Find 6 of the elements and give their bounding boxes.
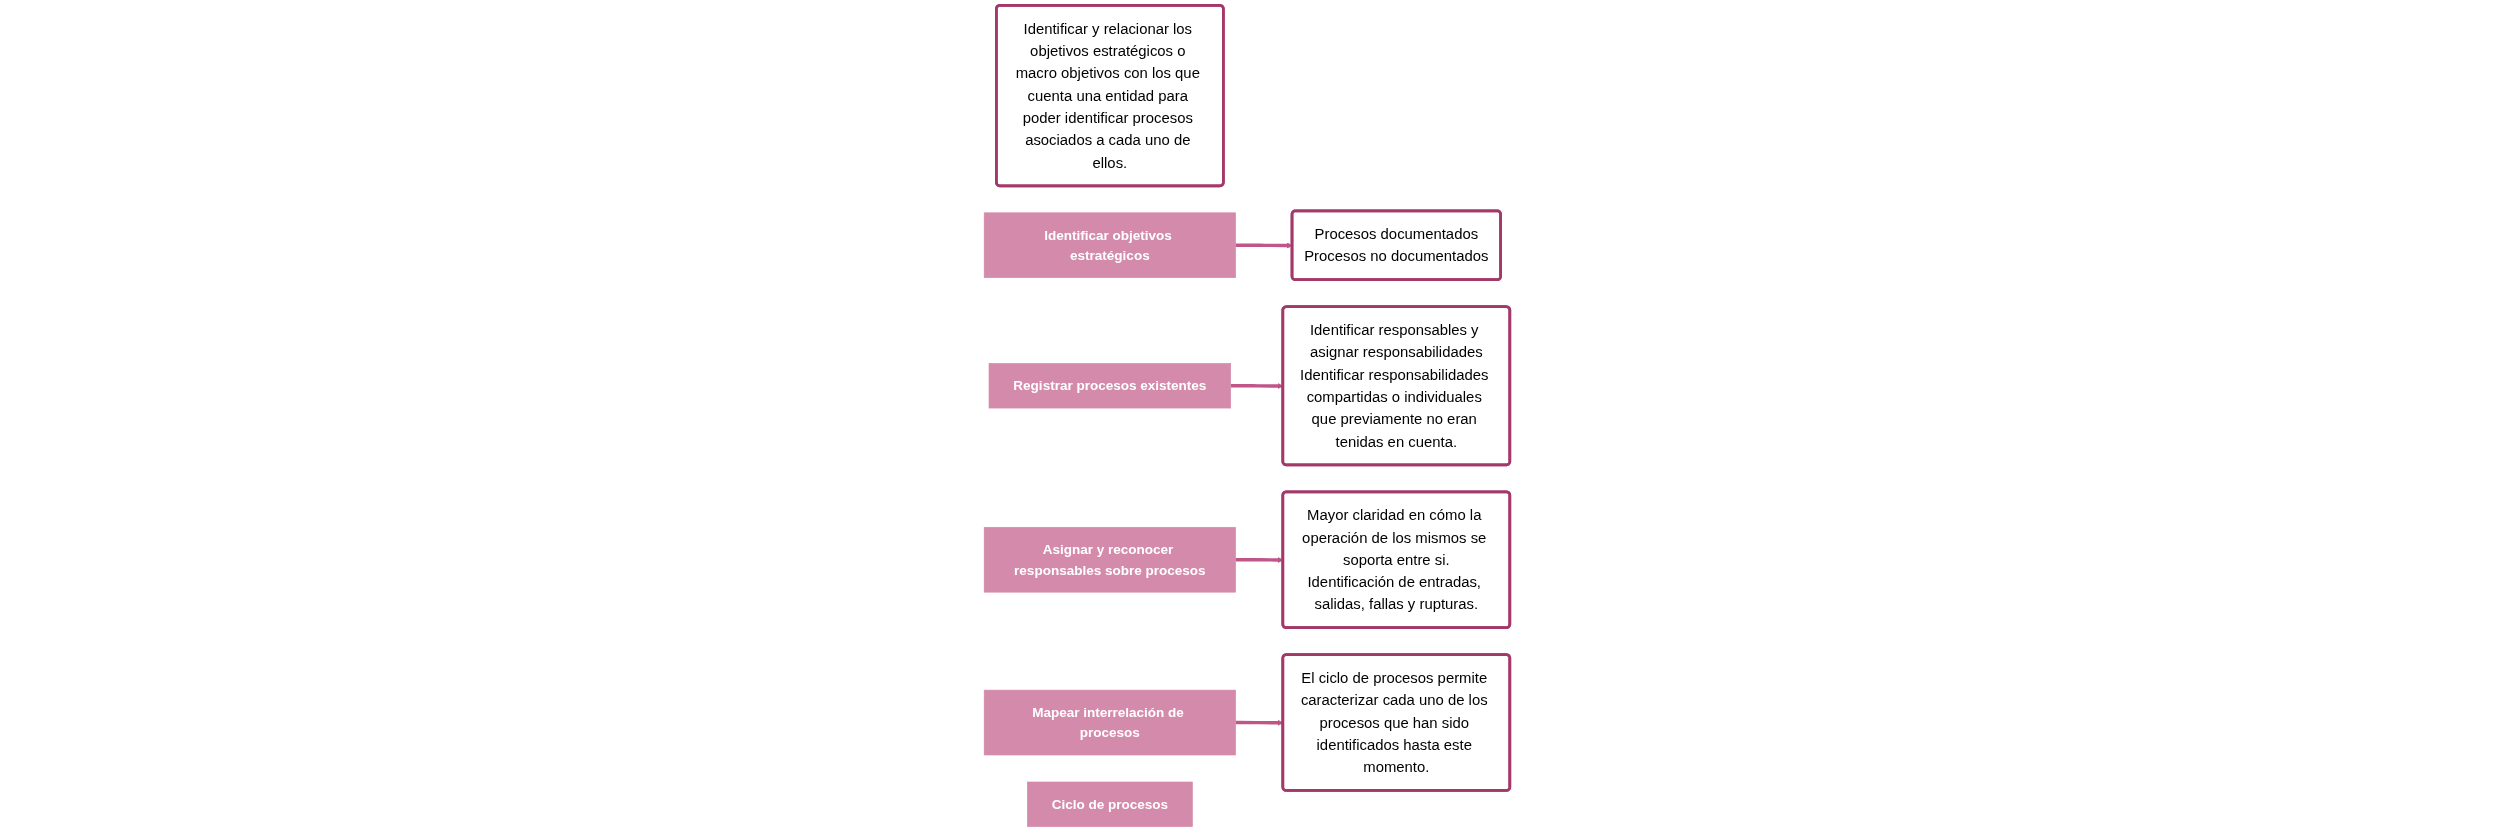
node-box: Mapear interrelación de procesos bbox=[983, 689, 1236, 756]
node-box: Ciclo de procesos bbox=[1027, 781, 1193, 827]
node-box: Registrar procesos existentes bbox=[988, 363, 1231, 409]
node-box: Asignar y reconocer responsables sobre procesos bbox=[983, 526, 1236, 593]
arrow bbox=[1235, 242, 1293, 249]
node-box: Identificar objetivos estratégicos bbox=[983, 212, 1236, 278]
